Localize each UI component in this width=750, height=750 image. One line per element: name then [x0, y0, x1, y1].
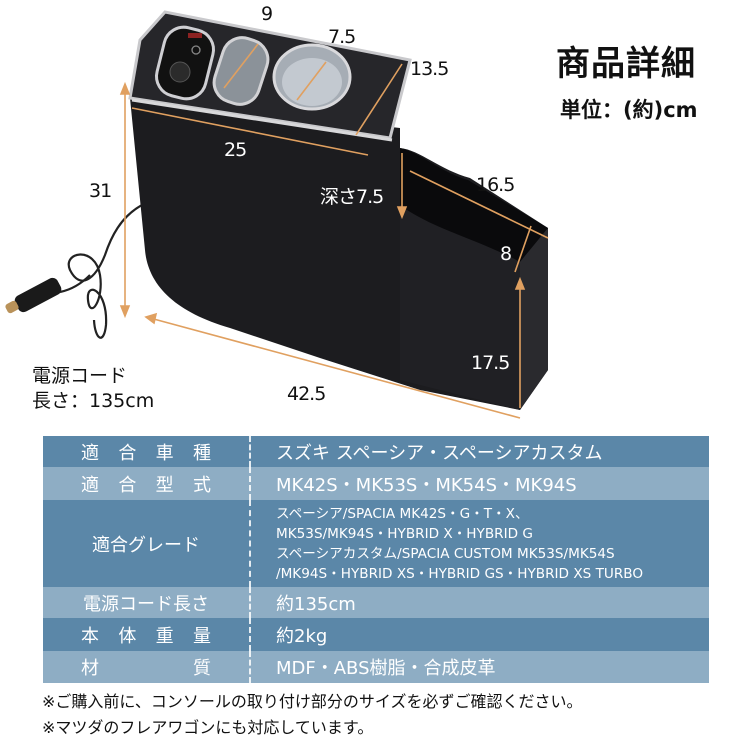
spec-label: 適 合 車 種: [43, 436, 251, 467]
phone-slot: [212, 36, 270, 106]
console-box-image: [5, 10, 549, 419]
spec-value: スペーシア/SPACIA MK42S・G・T・X、 MK53S/MK94S・HY…: [276, 505, 644, 582]
spec-value: スズキ スペーシア・スペーシアカスタム: [276, 442, 603, 464]
spec-label: 電源コード長さ: [43, 587, 251, 618]
spec-value: MK42S・MK53S・MK54S・MK94S: [276, 474, 577, 496]
total-length-label: 42.5: [287, 383, 326, 405]
spec-row-weight: 本 体 重 量 約2kg: [43, 618, 709, 651]
spec-label: 本 体 重 量: [43, 618, 251, 651]
spec-label: 材 質: [43, 651, 251, 683]
spec-row-model: 適 合 型 式 MK42S・MK53S・MK54S・MK94S: [43, 467, 709, 500]
spec-value: MDF・ABS樹脂・合成皮革: [276, 658, 496, 679]
car-plug-icon: [5, 277, 62, 314]
spec-value: 約135cm: [276, 593, 356, 615]
note-mazda-compat: ※マツダのフレアワゴンにも対応しています。: [42, 718, 374, 737]
pocket-depth-label: 深さ7.5: [320, 186, 384, 208]
cup-diameter-label: 7.5: [328, 26, 356, 48]
spec-row-material: 材 質 MDF・ABS樹脂・合成皮革: [43, 651, 709, 683]
cord-length-note: 電源コード 長さ：135cm: [32, 364, 154, 414]
front-height-label: 17.5: [471, 352, 510, 374]
spec-row-grade: 適合グレード スペーシア/SPACIA MK42S・G・T・X、 MK53S/M…: [43, 500, 709, 587]
cord-note-line1: 電源コード: [32, 365, 128, 387]
slot-width-label: 9: [261, 3, 273, 25]
spec-row-vehicle: 適 合 車 種 スズキ スペーシア・スペーシアカスタム: [43, 436, 709, 467]
note-check-size: ※ご購入前に、コンソールの取り付け部分のサイズを必ずご確認ください。: [42, 692, 583, 711]
product-illustration: 9 7.5 13.5 25 31 深さ7.5 16.5 8 17.5 42.5: [5, 3, 549, 419]
cord-note-line2: 長さ：135cm: [32, 390, 155, 412]
power-cord-icon: [59, 202, 147, 339]
height-label: 31: [89, 180, 112, 202]
spec-label: 適 合 型 式: [43, 467, 251, 500]
spec-table: 適 合 車 種 スズキ スペーシア・スペーシアカスタム 適 合 型 式 MK42…: [43, 436, 709, 683]
page-title: 商品詳細: [556, 44, 696, 84]
spec-row-cord: 電源コード長さ 約135cm: [43, 587, 709, 618]
pocket-length-label: 16.5: [476, 174, 515, 196]
unit-label: 単位：(約)cm: [560, 98, 698, 122]
pocket-width-label: 8: [500, 243, 512, 265]
top-depth-label: 13.5: [410, 58, 449, 80]
notes: ※ご購入前に、コンソールの取り付け部分のサイズを必ずご確認ください。 ※マツダの…: [42, 689, 582, 741]
top-width-label: 25: [224, 139, 247, 161]
spec-label: 適合グレード: [43, 500, 251, 587]
spec-value: 約2kg: [276, 625, 328, 647]
